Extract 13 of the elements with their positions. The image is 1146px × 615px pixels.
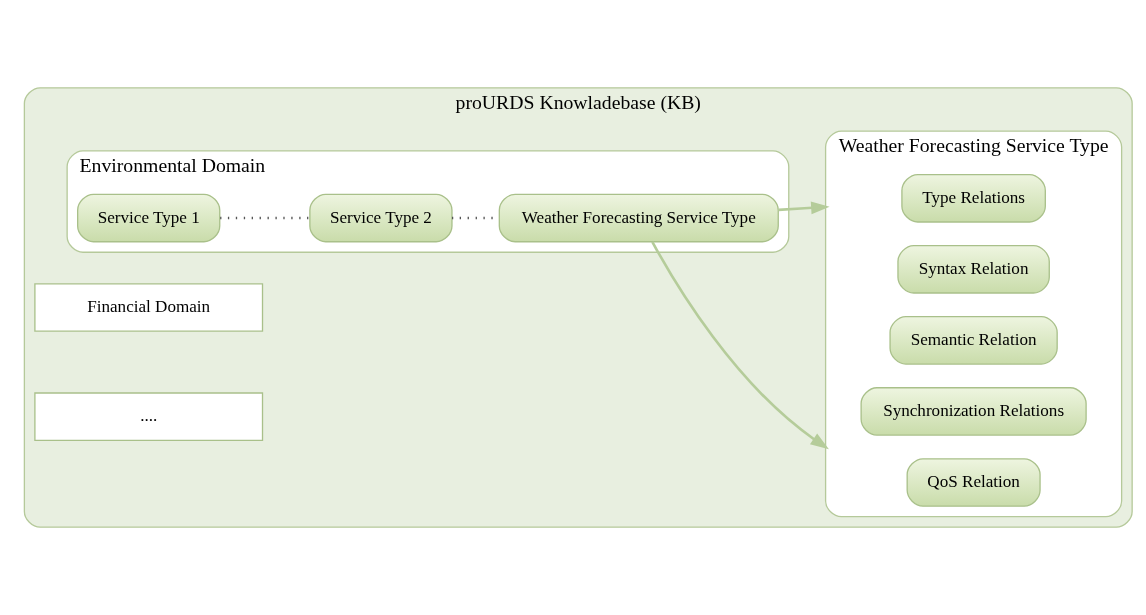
arrow [651, 241, 829, 450]
connector [220, 216, 310, 220]
node-box: Financial Domain [34, 283, 264, 332]
node-box: Type Relations [901, 173, 1046, 223]
node-box: Syntax Relation [897, 245, 1050, 294]
node-box: Synchronization Relations [860, 387, 1087, 436]
node-box: Service Type 1 [77, 193, 221, 243]
arrow [778, 201, 830, 215]
node-box: Semantic Relation [889, 316, 1058, 365]
node-box: Weather Forecasting Service Type [498, 193, 779, 243]
node-box: .... [34, 392, 264, 442]
node-box: Service Type 2 [309, 193, 453, 243]
node-box: QoS Relation [906, 458, 1041, 507]
